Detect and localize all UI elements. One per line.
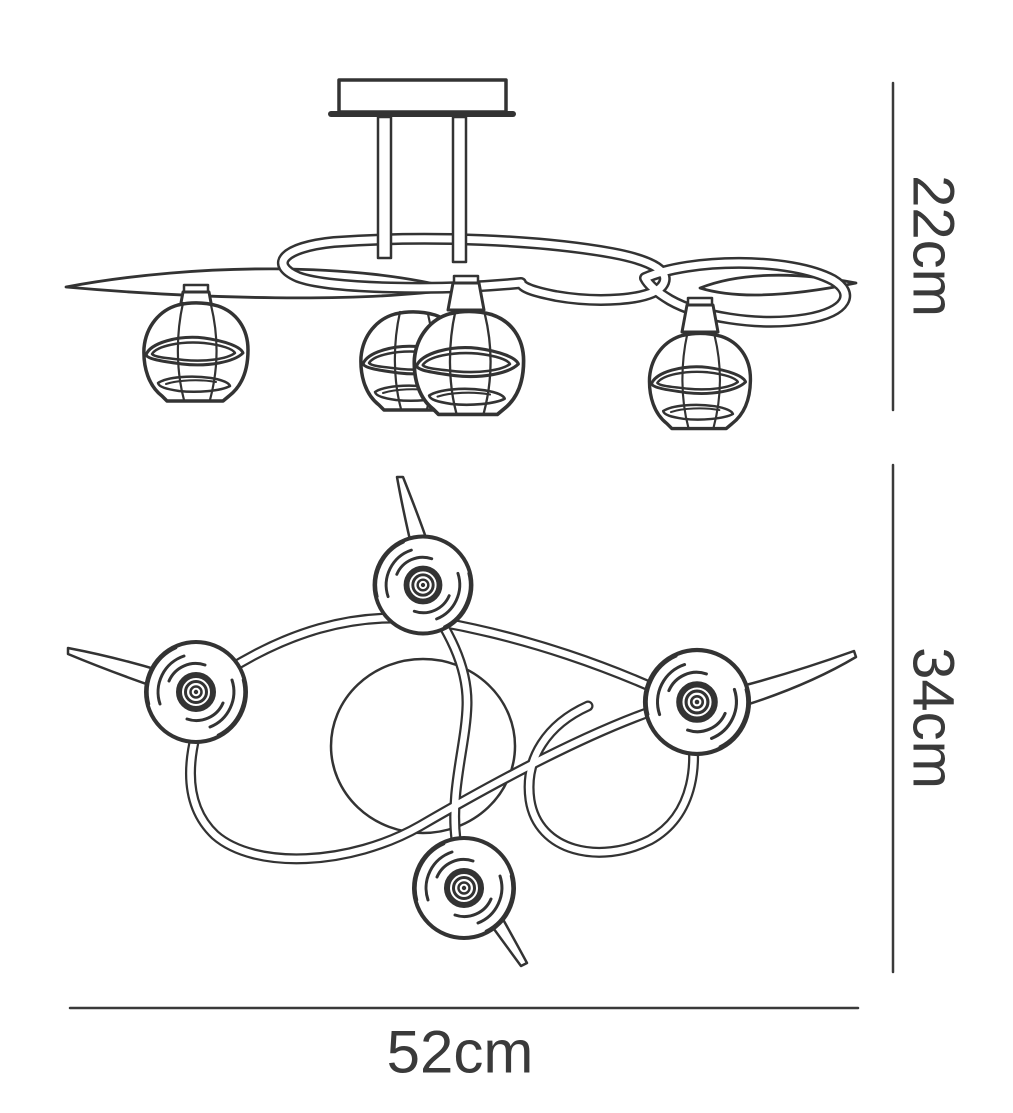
side-loop-tubes bbox=[277, 232, 852, 328]
plan-shade-top bbox=[375, 537, 472, 634]
plan-shade-right bbox=[645, 650, 749, 754]
dimension-lines bbox=[68, 81, 895, 1010]
plan-shade-bottom bbox=[414, 838, 514, 938]
holder-right bbox=[680, 296, 720, 334]
central-globe bbox=[329, 657, 517, 835]
side-view bbox=[64, 78, 858, 431]
dimension-label-width: 52cm bbox=[386, 1018, 534, 1086]
side-shade-middle-front bbox=[412, 309, 526, 417]
plan-view bbox=[66, 475, 858, 968]
side-shade-right bbox=[647, 331, 753, 431]
holder-middle bbox=[446, 274, 486, 312]
side-arm-right bbox=[698, 273, 858, 297]
plan-shade-left bbox=[146, 642, 246, 742]
dimension-label-height: 22cm bbox=[900, 175, 966, 317]
side-shade-left bbox=[142, 301, 250, 403]
dimension-label-depth: 34cm bbox=[900, 647, 966, 789]
canopy-stems bbox=[376, 115, 468, 264]
ceiling-canopy bbox=[328, 78, 516, 117]
